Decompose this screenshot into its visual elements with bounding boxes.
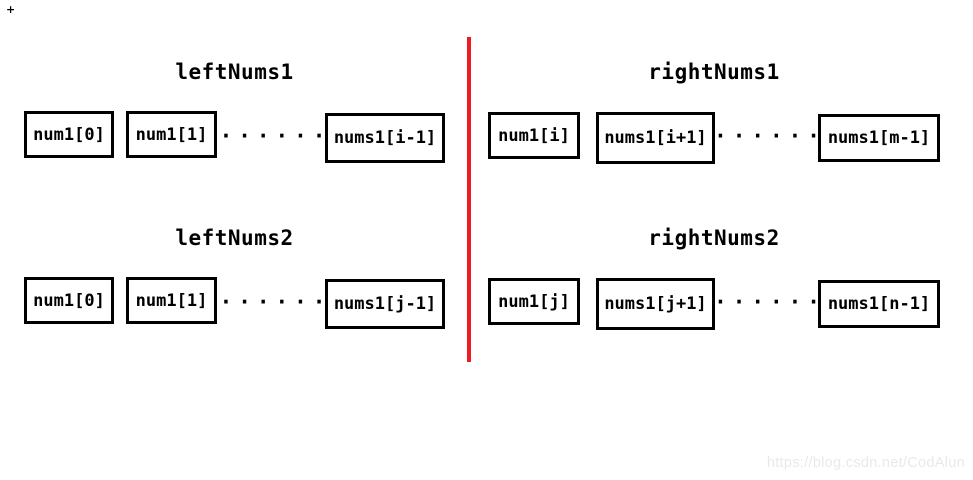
group-title: rightNums2: [648, 226, 780, 250]
group-title: leftNums1: [175, 60, 294, 84]
corner-plus-mark: +: [6, 3, 16, 16]
array-cell: nums1[i+1]: [596, 112, 715, 164]
ellipsis-dots: ······: [714, 290, 826, 314]
array-cell: num1[0]: [24, 277, 114, 324]
ellipsis-dots: ······: [219, 290, 332, 314]
array-cell: num1[1]: [126, 277, 217, 324]
group-title: rightNums1: [648, 60, 780, 84]
array-cell: num1[0]: [24, 111, 114, 158]
watermark-text: https://blog.csdn.net/CodAlun: [766, 455, 965, 471]
array-cell: num1[j]: [488, 278, 580, 325]
array-cells-row: num1[0] num1[1] ······ nums1[i-1]: [24, 111, 445, 167]
array-cells-row: num1[i] nums1[i+1] ······ nums1[m-1]: [488, 111, 940, 167]
array-cell: num1[i]: [488, 112, 580, 159]
ellipsis-dots: ······: [714, 124, 826, 148]
array-cells-row: num1[j] nums1[j+1] ······ nums1[n-1]: [488, 277, 940, 333]
array-cell: nums1[m-1]: [818, 114, 940, 162]
array-cells-row: num1[0] num1[1] ······ nums1[j-1]: [24, 277, 445, 333]
array-cell: nums1[j-1]: [325, 279, 445, 329]
divider-line: [467, 37, 471, 362]
ellipsis-dots: ······: [219, 124, 332, 148]
array-cell: nums1[n-1]: [818, 280, 940, 328]
array-cell: nums1[i-1]: [325, 113, 445, 163]
group-title: leftNums2: [175, 226, 294, 250]
array-cell: num1[1]: [126, 111, 217, 158]
array-cell: nums1[j+1]: [596, 278, 715, 330]
